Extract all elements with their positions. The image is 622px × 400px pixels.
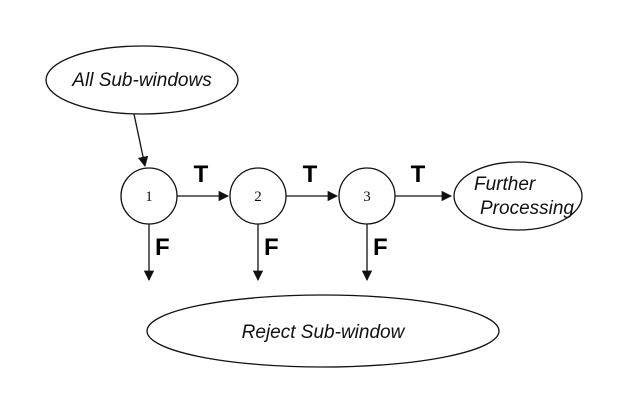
true-label-2: T	[303, 161, 318, 188]
stage-label-2: 2	[254, 189, 262, 205]
all-subwindows-ellipse	[45, 45, 239, 115]
further-processing-ellipse	[453, 161, 583, 231]
true-label-1: T	[194, 161, 209, 188]
false-label-2: F	[264, 234, 279, 261]
further-processing-label-line2: Processing	[480, 198, 574, 219]
stage-label-1: 1	[145, 189, 153, 205]
true-label-3: T	[411, 161, 426, 188]
reject-subwindow-ellipse	[146, 294, 500, 368]
all-subwindows-label: All Sub-windows	[71, 70, 212, 91]
reject-subwindow-label: Reject Sub-window	[242, 322, 406, 343]
false-label-1: F	[155, 234, 170, 261]
further-processing-label-line1: Further	[474, 174, 536, 195]
stage-label-3: 3	[363, 189, 371, 205]
input-arrow	[133, 113, 149, 168]
false-label-3: F	[373, 234, 388, 261]
